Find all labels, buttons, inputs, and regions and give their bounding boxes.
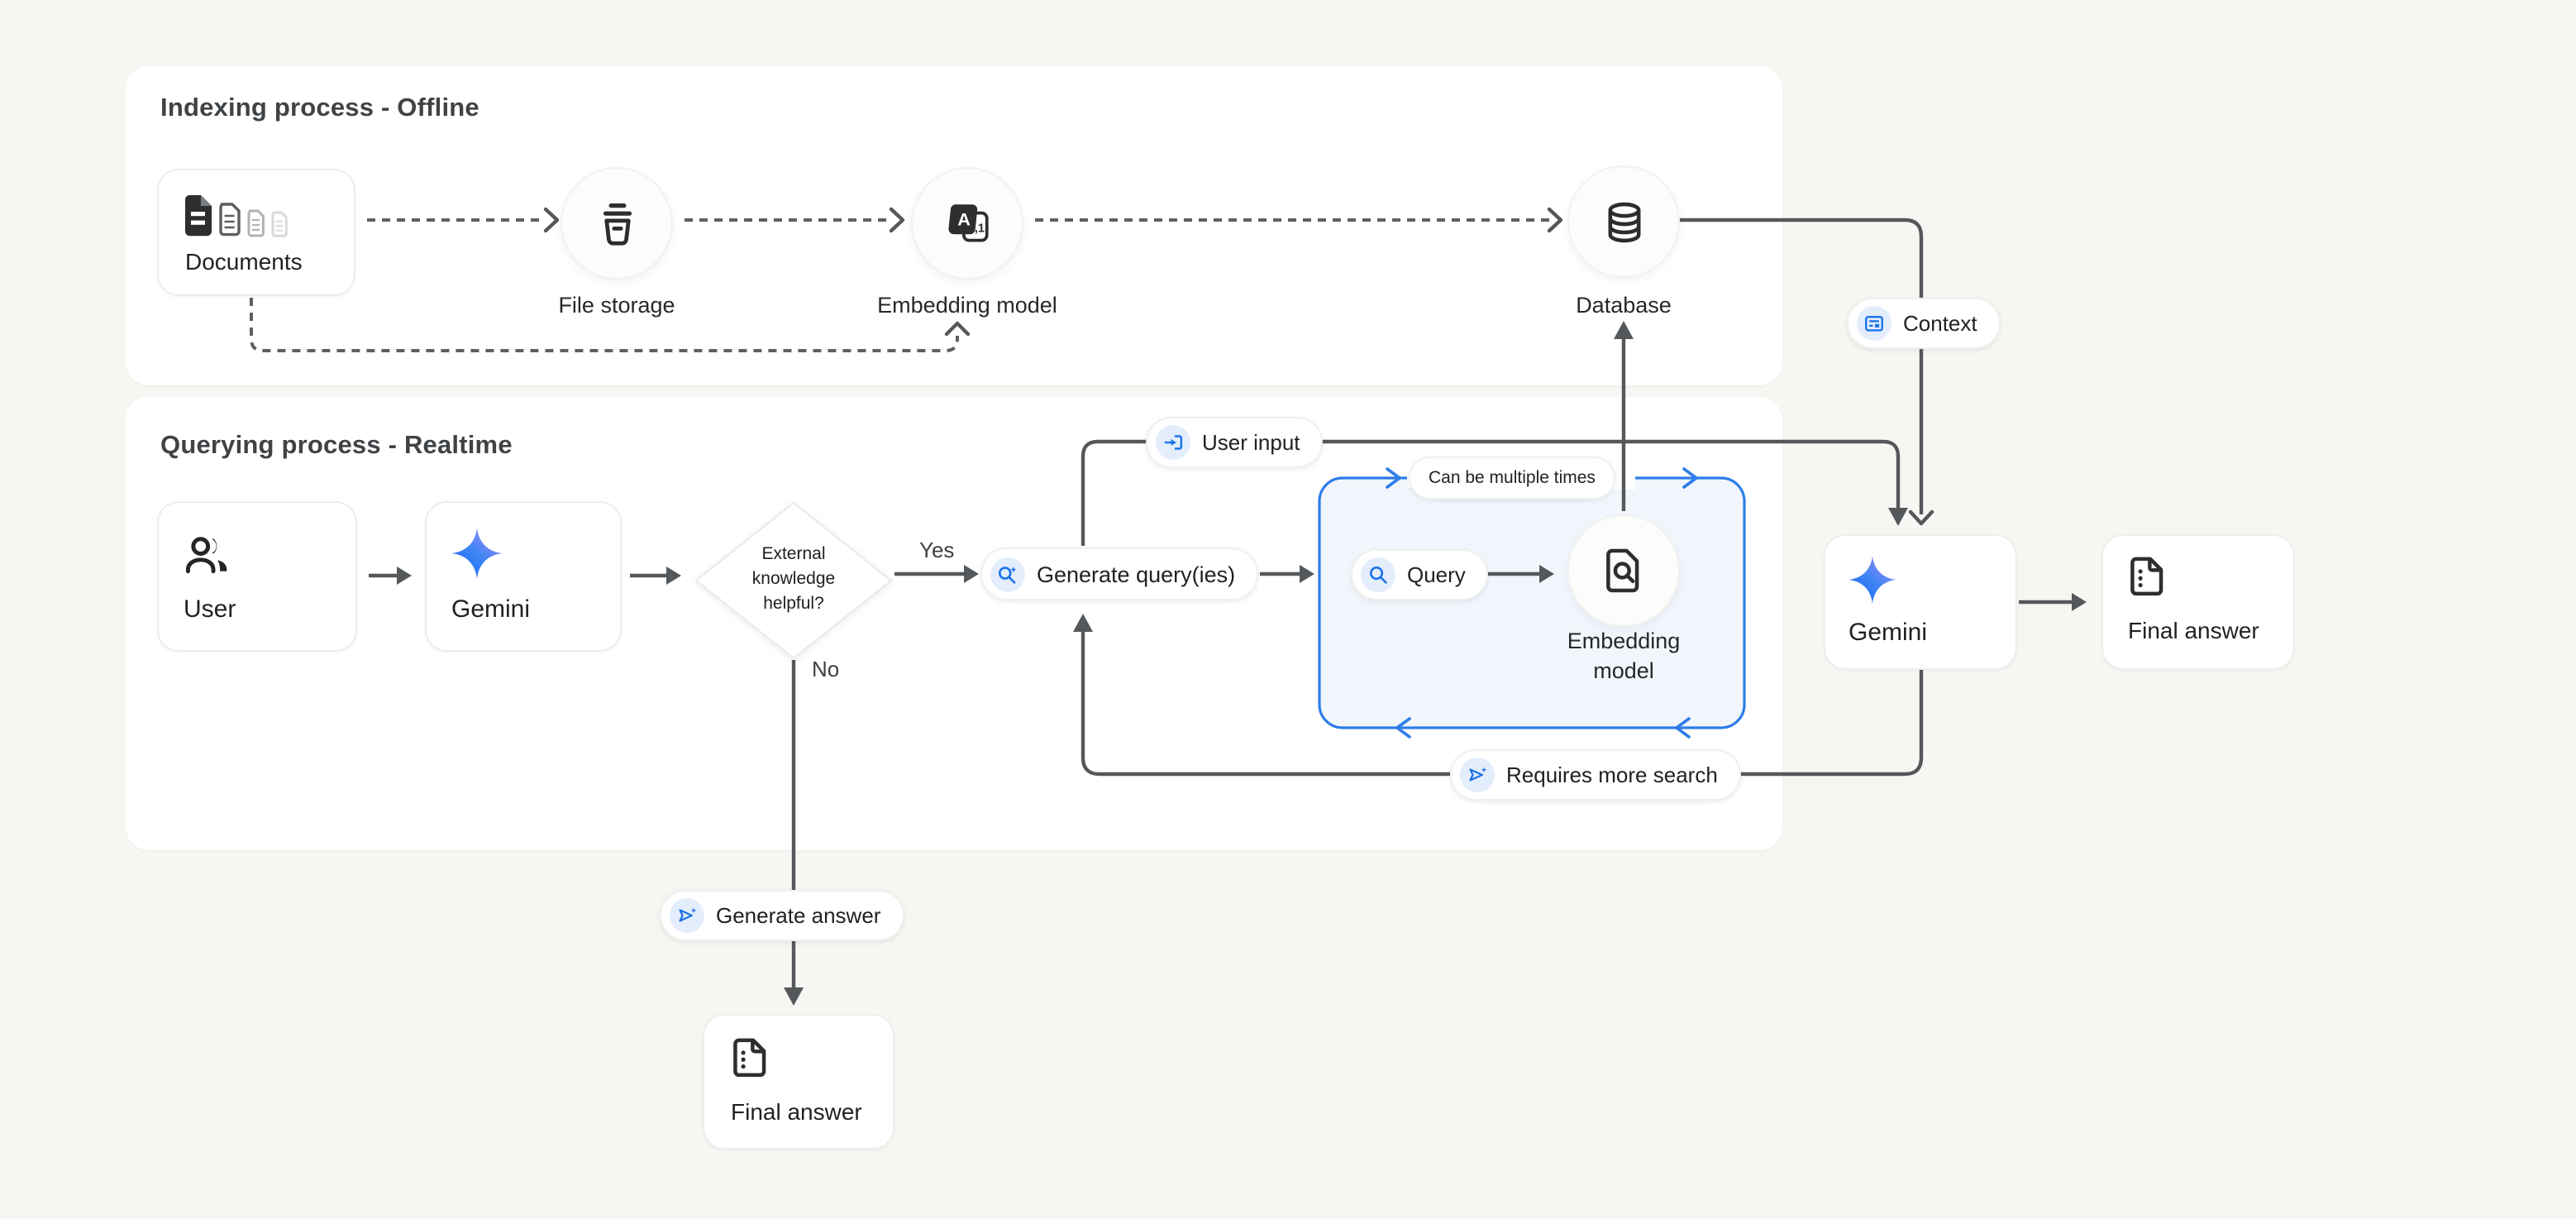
database-node [1569, 167, 1678, 276]
loop-chevron-top-right-icon [1682, 467, 1698, 489]
requires-more-search-pill: Requires more search [1452, 751, 1739, 799]
can-be-multiple-times-pill: Can be multiple times [1410, 458, 1614, 498]
gemini-answer-label: Gemini [1849, 619, 1928, 647]
send-icon [679, 907, 697, 922]
decision-question: External knowledge helpful? [711, 543, 876, 617]
edge-gemini-to-decision [630, 566, 681, 585]
gemini-answer-node: Gemini [1825, 536, 2015, 668]
edge-decision-yes-to-generate-queries [894, 565, 979, 583]
svg-text:A: A [956, 208, 970, 229]
user-input-chip [1156, 425, 1190, 460]
decision-line-2: knowledge [751, 569, 836, 589]
final-answer-no-branch-label: Final answer [731, 1098, 862, 1125]
search-icon [1369, 566, 1387, 584]
decision-line-3: helpful? [763, 594, 824, 614]
edge-user-input-to-gemini [1080, 439, 1908, 546]
context-chip [1857, 306, 1891, 341]
file-storage-label: File storage [558, 293, 675, 318]
yes-edge-label: Yes [919, 538, 955, 562]
requires-more-search-chip [1460, 758, 1495, 792]
edge-generate-queries-to-loop-box [1260, 565, 1314, 583]
user-input-pill: User input [1147, 418, 1322, 466]
edge-documents-to-file-storage [367, 207, 560, 233]
final-answer-document-icon [2130, 557, 2163, 596]
user-label: User [184, 595, 236, 624]
loop-chevron-top-left-icon [1386, 467, 1401, 489]
query-pill: Query [1352, 551, 1487, 599]
generate-answer-chip [670, 898, 704, 933]
user-input-pill-label: User input [1202, 430, 1300, 455]
embedding-model-indexing-label: Embedding model [877, 293, 1057, 318]
decision-diamond-shape [694, 501, 893, 660]
gemini-star-icon [1848, 555, 1897, 605]
document-search-icon [1606, 548, 1639, 593]
edge-query-to-embedding-model [1483, 565, 1554, 583]
file-storage-icon [602, 203, 632, 245]
gemini-star-icon [451, 528, 503, 579]
send-spark-icon [1469, 767, 1487, 782]
embedding-model-querying-label: Embedding model [1508, 627, 1739, 685]
gemini-querying-node: Gemini [427, 503, 620, 650]
no-edge-label: No [812, 657, 840, 681]
can-be-multiple-times-label: Can be multiple times [1429, 468, 1596, 488]
generate-answer-label: Generate answer [716, 903, 881, 928]
embedding-model-querying-line-2: model [1593, 657, 1654, 682]
user-node: User [159, 503, 355, 650]
context-pill: Context [1849, 299, 1999, 347]
final-answer-document-icon [733, 1038, 766, 1078]
users-icon [185, 537, 227, 574]
decision-node [691, 498, 896, 663]
edge-file-storage-to-embedding-model [685, 207, 905, 233]
documents-node: Documents [159, 170, 354, 294]
context-pill-label: Context [1903, 311, 1977, 336]
final-answer-no-branch-node: Final answer [704, 1016, 893, 1148]
edge-requires-more-search-loop [1073, 614, 1924, 777]
decision-line-1: External [761, 544, 826, 564]
generate-queries-chip [990, 557, 1025, 591]
final-answer-main-node: Final answer [2103, 536, 2293, 668]
documents-stack-icon [185, 195, 288, 237]
loop-chevron-bottom-right-icon [1675, 717, 1691, 739]
retrieval-loop-border [1318, 465, 1746, 739]
generate-queries-pill: Generate query(ies) [982, 549, 1257, 599]
edge-database-context-to-gemini [1680, 218, 1934, 526]
database-icon [1607, 201, 1640, 242]
retrieval-loop-box [1319, 478, 1744, 728]
context-icon [1865, 316, 1883, 332]
edge-decision-no-to-final-answer [784, 660, 804, 1006]
generate-answer-pill: Generate answer [661, 892, 903, 939]
final-answer-main-label: Final answer [2128, 617, 2259, 643]
text-to-vector-icon: 0,1 A [947, 203, 988, 241]
edge-gemini-to-final-answer [2019, 593, 2087, 611]
file-storage-node [562, 169, 671, 278]
edge-documents-to-embedding-model-feedback [250, 298, 971, 352]
query-pill-label: Query [1407, 562, 1466, 587]
querying-panel-title: Querying process - Realtime [160, 432, 513, 460]
edge-embedding-model-to-database-up [1614, 321, 1634, 511]
input-icon [1164, 435, 1183, 450]
embedding-model-querying-node [1569, 516, 1678, 625]
documents-label: Documents [185, 248, 303, 275]
loop-chevron-bottom-left-icon [1395, 717, 1411, 739]
query-chip [1361, 557, 1395, 592]
requires-more-search-label: Requires more search [1506, 762, 1718, 787]
database-label: Database [1576, 293, 1672, 318]
generate-queries-label: Generate query(ies) [1037, 562, 1236, 586]
embedding-model-querying-line-1: Embedding [1567, 629, 1681, 653]
indexing-panel-title: Indexing process - Offline [160, 94, 479, 122]
edge-embedding-model-to-database [1035, 207, 1563, 233]
embedding-model-indexing-node: 0,1 A [913, 169, 1022, 278]
search-spark-icon [998, 566, 1017, 583]
gemini-querying-label: Gemini [451, 595, 531, 624]
edge-user-to-gemini [369, 566, 412, 585]
